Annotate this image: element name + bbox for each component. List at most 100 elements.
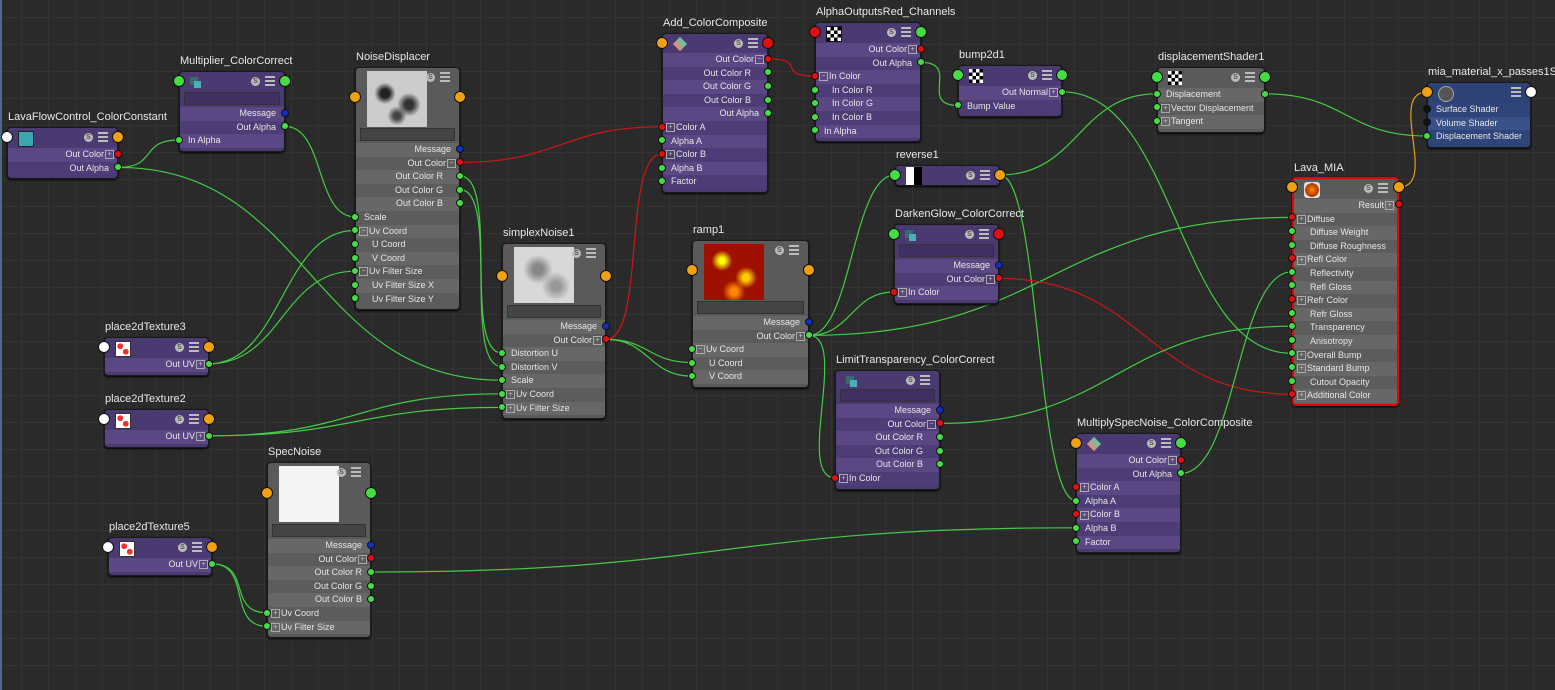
u-coord-port[interactable] — [688, 358, 696, 367]
attribute-row[interactable]: +Color A — [1077, 481, 1180, 495]
attribute-row[interactable]: Message — [268, 539, 370, 553]
attribute-row[interactable]: Distortion V — [503, 360, 605, 375]
output-header-port[interactable] — [762, 37, 774, 49]
v-coord-port[interactable] — [351, 253, 359, 262]
attribute-row[interactable]: +Vector Displacement — [1158, 101, 1264, 116]
expand-icon[interactable]: + — [1080, 483, 1089, 493]
attribute-row[interactable]: Out Color B — [268, 593, 370, 607]
attribute-row[interactable]: Alpha B — [663, 161, 767, 176]
attribute-list-toggle-icon[interactable] — [1378, 183, 1388, 194]
attribute-row[interactable]: Displacement — [1158, 88, 1264, 102]
attribute-row[interactable]: Out Alpha — [1077, 467, 1180, 482]
swatch-toggle-icon[interactable]: S — [775, 246, 784, 255]
collapse-icon[interactable]: − — [819, 72, 828, 82]
attribute-list-toggle-icon[interactable] — [189, 414, 199, 425]
expand-icon[interactable]: + — [196, 360, 205, 370]
out-color-b-port[interactable] — [456, 199, 464, 208]
attribute-row[interactable]: +Diffuse — [1294, 212, 1397, 227]
attribute-row[interactable]: In Color G — [816, 97, 920, 111]
out-alpha-port[interactable] — [1177, 469, 1185, 478]
attribute-list-toggle-icon[interactable] — [192, 542, 202, 553]
output-header-port[interactable] — [203, 341, 215, 353]
distortion-u-port[interactable] — [498, 349, 506, 357]
attribute-row[interactable]: +In Color — [836, 471, 939, 486]
uv-coord-port[interactable] — [498, 389, 506, 398]
input-header-port[interactable] — [1151, 71, 1163, 83]
attribute-row[interactable]: +In Color — [895, 286, 998, 300]
swatch-toggle-icon[interactable]: S — [426, 73, 435, 82]
out-uv-port[interactable] — [208, 559, 216, 568]
attribute-list-toggle-icon[interactable] — [789, 245, 799, 256]
attribute-row[interactable]: Factor — [1077, 535, 1180, 550]
node-name-field[interactable] — [184, 92, 280, 105]
color-a-port[interactable] — [658, 122, 666, 131]
color-b-port[interactable] — [658, 150, 666, 158]
attribute-row[interactable]: Factor — [663, 175, 767, 189]
diffuse-roughness-port[interactable] — [1288, 240, 1296, 249]
attribute-row[interactable]: Out Alpha — [8, 161, 117, 176]
attribute-row[interactable]: Out Color B — [836, 458, 939, 472]
attribute-row[interactable]: Message — [836, 404, 939, 418]
attribute-row[interactable]: Out Color+ — [268, 552, 370, 567]
attribute-row[interactable]: Volume Shader — [1428, 116, 1530, 131]
attribute-row[interactable]: +Refr Color — [1294, 294, 1397, 308]
out-color-g-port[interactable] — [764, 82, 772, 90]
expand-icon[interactable]: + — [593, 335, 602, 345]
attribute-row[interactable]: Out Color R — [356, 170, 459, 184]
attribute-row[interactable]: Transparency — [1294, 321, 1397, 335]
attribute-row[interactable]: Out Color B — [663, 93, 767, 108]
diffuse-weight-port[interactable] — [1288, 227, 1296, 235]
out-color-port[interactable] — [995, 274, 1003, 283]
uv-coord-port[interactable] — [688, 345, 696, 353]
swatch-toggle-icon[interactable]: S — [1028, 71, 1037, 80]
output-header-port[interactable] — [112, 131, 124, 143]
uv-coord-port[interactable] — [263, 608, 271, 617]
displacement-shader-port[interactable] — [1423, 132, 1431, 140]
output-header-port[interactable] — [993, 228, 1005, 240]
node-name-field[interactable] — [272, 524, 366, 537]
input-header-port[interactable] — [102, 541, 114, 553]
alpha-b-port[interactable] — [658, 163, 666, 172]
attribute-row[interactable]: Scale — [503, 374, 605, 388]
message-port[interactable] — [936, 405, 944, 414]
attribute-row[interactable]: Diffuse Weight — [1294, 226, 1397, 240]
attribute-list-toggle-icon[interactable] — [979, 229, 989, 240]
output-header-port[interactable] — [1393, 181, 1405, 193]
attribute-row[interactable]: +Uv Filter Size — [503, 401, 605, 416]
expand-icon[interactable]: + — [506, 403, 515, 413]
message-port[interactable] — [805, 317, 813, 326]
attribute-list-toggle-icon[interactable] — [586, 248, 596, 259]
swatch-toggle-icon[interactable]: S — [965, 230, 974, 239]
output-header-port[interactable] — [803, 264, 815, 276]
swatch-toggle-icon[interactable]: S — [572, 249, 581, 258]
out-normal-port[interactable] — [1058, 87, 1066, 96]
out-uv-port[interactable] — [205, 431, 213, 440]
attribute-row[interactable]: Out Alpha — [816, 56, 920, 71]
attribute-row[interactable]: Distortion U — [503, 347, 605, 361]
expand-icon[interactable]: + — [1049, 88, 1058, 98]
out-color-b-port[interactable] — [936, 460, 944, 469]
out-color-r-port[interactable] — [936, 433, 944, 441]
attribute-row[interactable]: Cutout Opacity — [1294, 375, 1397, 390]
expand-icon[interactable]: + — [1297, 255, 1306, 265]
input-header-port[interactable] — [889, 169, 901, 181]
expand-icon[interactable]: + — [908, 45, 917, 55]
displacement-port[interactable] — [1153, 89, 1161, 98]
distortion-v-port[interactable] — [498, 362, 506, 371]
message-port[interactable] — [281, 108, 289, 117]
attribute-row[interactable]: U Coord — [693, 356, 808, 371]
expand-icon[interactable]: + — [839, 474, 848, 484]
attribute-row[interactable]: Refl Gloss — [1294, 280, 1397, 295]
attribute-list-toggle-icon[interactable] — [189, 342, 199, 353]
out-alpha-port[interactable] — [114, 163, 122, 172]
output-header-port[interactable] — [994, 169, 1006, 181]
input-header-port[interactable] — [686, 264, 698, 276]
